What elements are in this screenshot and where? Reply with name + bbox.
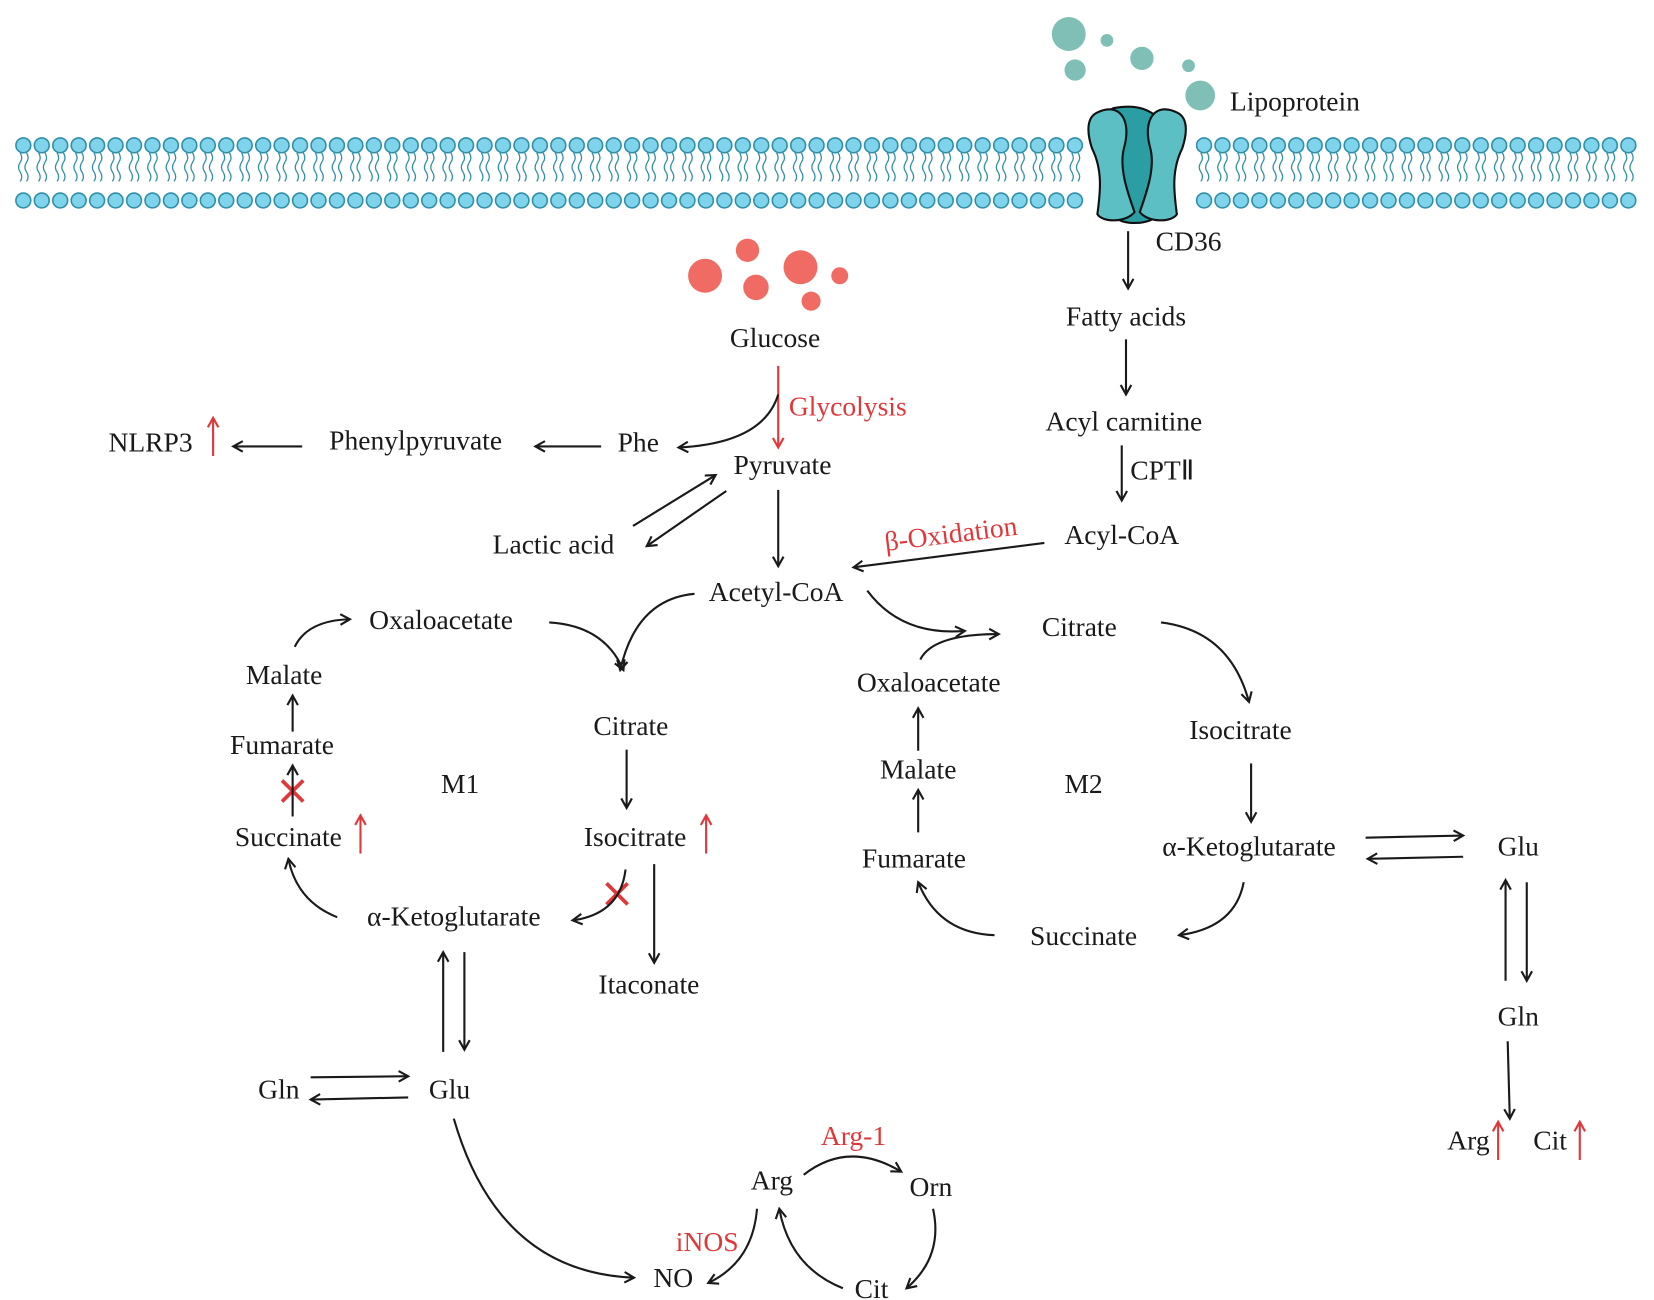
arrow xyxy=(1179,882,1245,935)
arrow xyxy=(573,869,627,920)
arrow xyxy=(803,1155,902,1176)
arrows xyxy=(233,231,1527,1288)
arrow xyxy=(288,859,338,919)
m1-label: M1 xyxy=(441,768,479,799)
glucose-label: Glucose xyxy=(730,322,820,353)
fatty-acids-label: Fatty acids xyxy=(1066,301,1186,332)
arrow xyxy=(549,621,623,670)
m2-fumarate-label: Fumarate xyxy=(862,842,966,873)
m1-succinate-label: Succinate xyxy=(235,821,342,852)
m2-malate-label: Malate xyxy=(880,753,956,784)
no-label: NO xyxy=(653,1262,693,1293)
arrow xyxy=(708,1208,759,1283)
phe-label: Phe xyxy=(618,427,659,458)
arrow xyxy=(293,619,350,648)
arrow xyxy=(1368,857,1464,859)
m2-cit-label: Cit xyxy=(1533,1124,1567,1155)
beta-oxidation-label: β-Oxidation xyxy=(883,510,1019,557)
m1-isocitrate-label: Isocitrate xyxy=(584,821,686,852)
arrow xyxy=(679,394,780,447)
m2-arg-label: Arg xyxy=(1447,1124,1490,1155)
arrow xyxy=(647,490,727,546)
arrow xyxy=(866,589,965,632)
acyl-coa-label: Acyl-CoA xyxy=(1064,519,1179,550)
m1-citrate-label: Citrate xyxy=(593,710,668,741)
arrow xyxy=(1365,836,1464,838)
m2-citrate-label: Citrate xyxy=(1042,611,1117,642)
arrow xyxy=(907,1208,937,1289)
arrow xyxy=(632,475,716,527)
arrow xyxy=(1160,621,1249,702)
pyruvate-label: Pyruvate xyxy=(734,449,832,480)
arrow xyxy=(311,1097,409,1099)
arrow xyxy=(1508,1041,1510,1118)
m1-gln-label: Gln xyxy=(258,1073,300,1104)
inos-label: iNOS xyxy=(676,1226,739,1257)
acyl-carnitine-label: Acyl carnitine xyxy=(1045,406,1202,437)
arg1-label: Arg-1 xyxy=(821,1120,886,1151)
m2-gln-label: Gln xyxy=(1498,1000,1540,1031)
m1-oxaloacetate-label: Oxaloacetate xyxy=(369,604,513,635)
phenylpyruvate-label: Phenylpyruvate xyxy=(329,425,502,456)
lipoprotein-particles-icon xyxy=(1051,17,1216,111)
cd36-channel-icon xyxy=(1087,105,1187,225)
arrow xyxy=(779,1209,844,1290)
lactic-acid-label: Lactic acid xyxy=(493,529,615,560)
cell-membrane xyxy=(15,137,1637,209)
glycolysis-label: Glycolysis xyxy=(789,391,907,422)
arrow xyxy=(854,541,1045,567)
arg-label: Arg xyxy=(751,1165,794,1196)
itaconate-label: Itaconate xyxy=(598,969,699,1000)
arrow xyxy=(310,1076,409,1077)
cit-label: Cit xyxy=(855,1273,889,1300)
cpt2-label: CPTⅡ xyxy=(1130,454,1194,485)
arrow xyxy=(918,882,995,937)
m1-glu-label: Glu xyxy=(429,1073,471,1104)
orn-label: Orn xyxy=(909,1171,952,1202)
nlrp3-label: NLRP3 xyxy=(108,427,192,458)
m2-oxaloacetate-label: Oxaloacetate xyxy=(857,666,1001,697)
upregulated-icons xyxy=(213,418,1580,1160)
arrow xyxy=(620,592,695,670)
m1-malate-label: Malate xyxy=(246,659,322,690)
cd36-label: CD36 xyxy=(1156,225,1222,256)
arrow xyxy=(919,634,998,661)
m2-succinate-label: Succinate xyxy=(1030,920,1137,951)
m2-glu-label: Glu xyxy=(1498,831,1540,862)
m2-label: M2 xyxy=(1064,768,1102,799)
m1-akg-label: α-Ketoglutarate xyxy=(367,901,541,932)
arrow xyxy=(452,1118,634,1278)
m2-akg-label: α-Ketoglutarate xyxy=(1162,831,1336,862)
m1-fumarate-label: Fumarate xyxy=(230,729,334,760)
acetyl-coa-label: Acetyl-CoA xyxy=(709,576,844,607)
lipoprotein-label: Lipoprotein xyxy=(1230,85,1360,116)
m2-isocitrate-label: Isocitrate xyxy=(1189,714,1291,745)
glucose-particles-icon xyxy=(688,238,849,311)
